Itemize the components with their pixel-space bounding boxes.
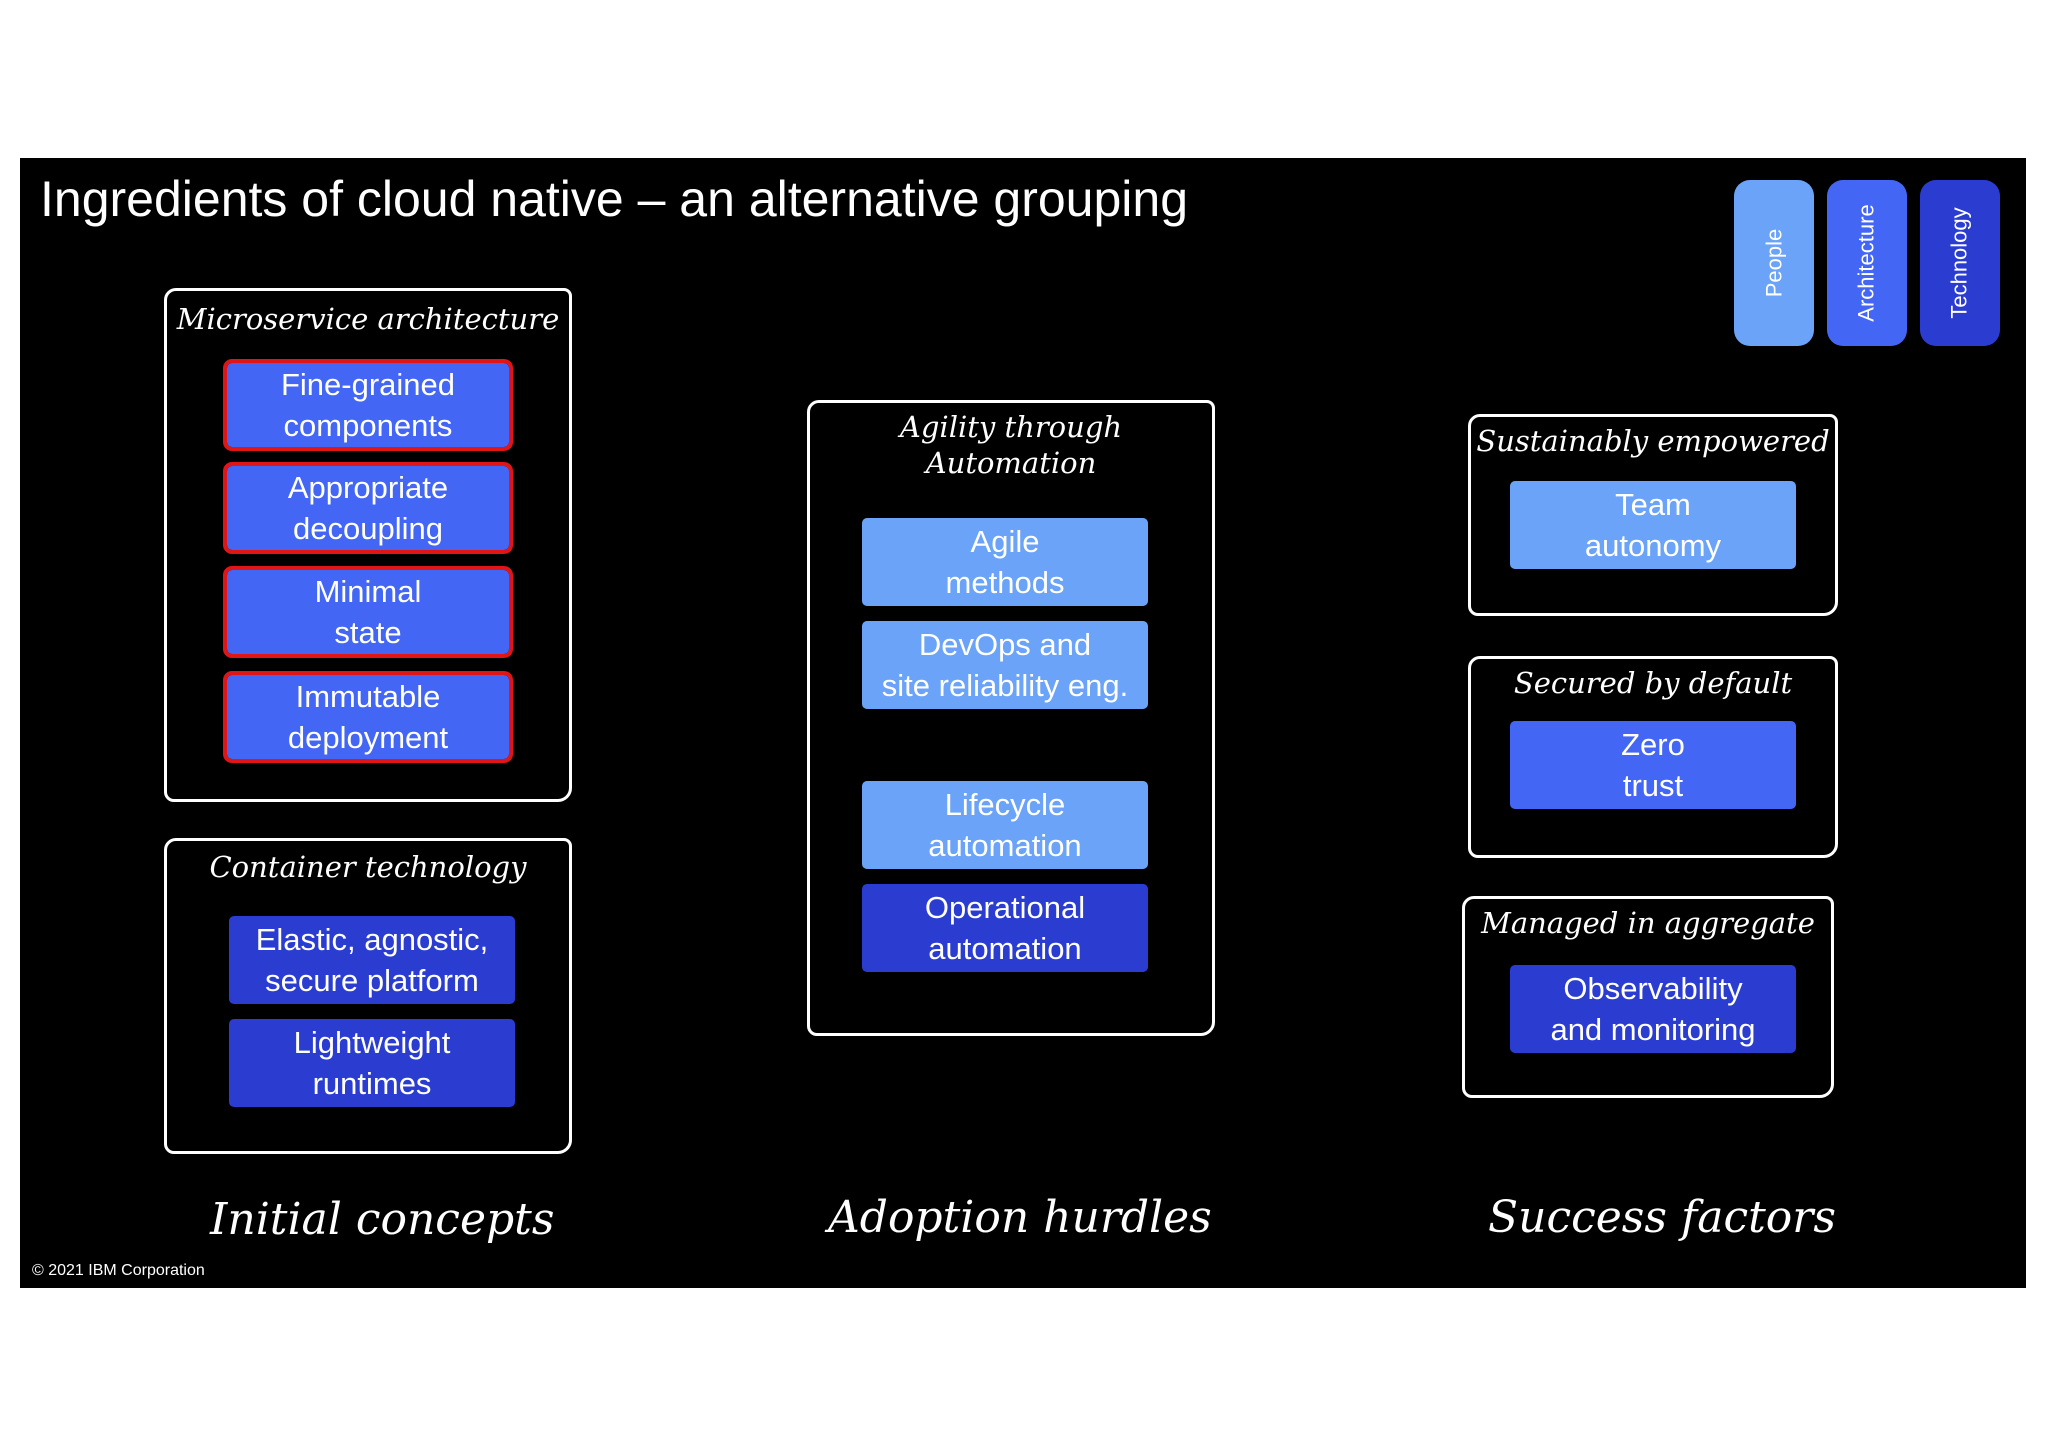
column-label-success-factors: Success factors: [1488, 1192, 1836, 1243]
legend-people-label: People: [1760, 228, 1786, 298]
group-title: Sustainably empowered: [1476, 424, 1830, 458]
box-team-autonomy: Team autonomy: [1510, 481, 1796, 569]
box-lightweight-runtimes: Lightweight runtimes: [229, 1019, 515, 1107]
group-title: Managed in aggregate: [1481, 906, 1815, 940]
group-secured-by-default: Secured by default Zero trust: [1468, 656, 1838, 858]
box-fine-grained-components: Fine-grained components: [223, 359, 513, 451]
slide: Ingredients of cloud native – an alterna…: [20, 158, 2026, 1288]
box-appropriate-decoupling: Appropriate decoupling: [223, 462, 513, 554]
group-title: Agility through Automation: [899, 410, 1123, 480]
box-devops-sre: DevOps and site reliability eng.: [862, 621, 1148, 709]
legend-people: People: [1734, 180, 1814, 346]
group-container-technology: Container technology Elastic, agnostic, …: [164, 838, 572, 1154]
box-minimal-state: Minimal state: [223, 566, 513, 658]
column-label-adoption-hurdles: Adoption hurdles: [828, 1192, 1212, 1243]
legend-technology: Technology: [1920, 180, 2000, 346]
box-immutable-deployment: Immutable deployment: [223, 671, 513, 763]
box-zero-trust: Zero trust: [1510, 721, 1796, 809]
column-label-initial-concepts: Initial concepts: [210, 1194, 555, 1245]
group-title: Secured by default: [1513, 666, 1793, 700]
slide-title: Ingredients of cloud native – an alterna…: [40, 171, 1188, 227]
group-microservice-architecture: Microservice architecture Fine-grained c…: [164, 288, 572, 802]
group-title: Microservice architecture: [176, 302, 560, 336]
box-observability-monitoring: Observability and monitoring: [1510, 965, 1796, 1053]
group-sustainably-empowered: Sustainably empowered Team autonomy: [1468, 414, 1838, 616]
group-agility-through-automation: Agility through Automation Agile methods…: [807, 400, 1215, 1036]
group-title: Container technology: [209, 850, 527, 884]
group-managed-in-aggregate: Managed in aggregate Observability and m…: [1462, 896, 1834, 1098]
legend-architecture: Architecture: [1827, 180, 1907, 346]
copyright: © 2021 IBM Corporation: [32, 1262, 205, 1279]
box-elastic-platform: Elastic, agnostic, secure platform: [229, 916, 515, 1004]
legend-technology-label: Technology: [1947, 207, 1972, 319]
box-agile-methods: Agile methods: [862, 518, 1148, 606]
legend-architecture-label: Architecture: [1854, 204, 1880, 322]
box-lifecycle-automation: Lifecycle automation: [862, 781, 1148, 869]
box-operational-automation: Operational automation: [862, 884, 1148, 972]
